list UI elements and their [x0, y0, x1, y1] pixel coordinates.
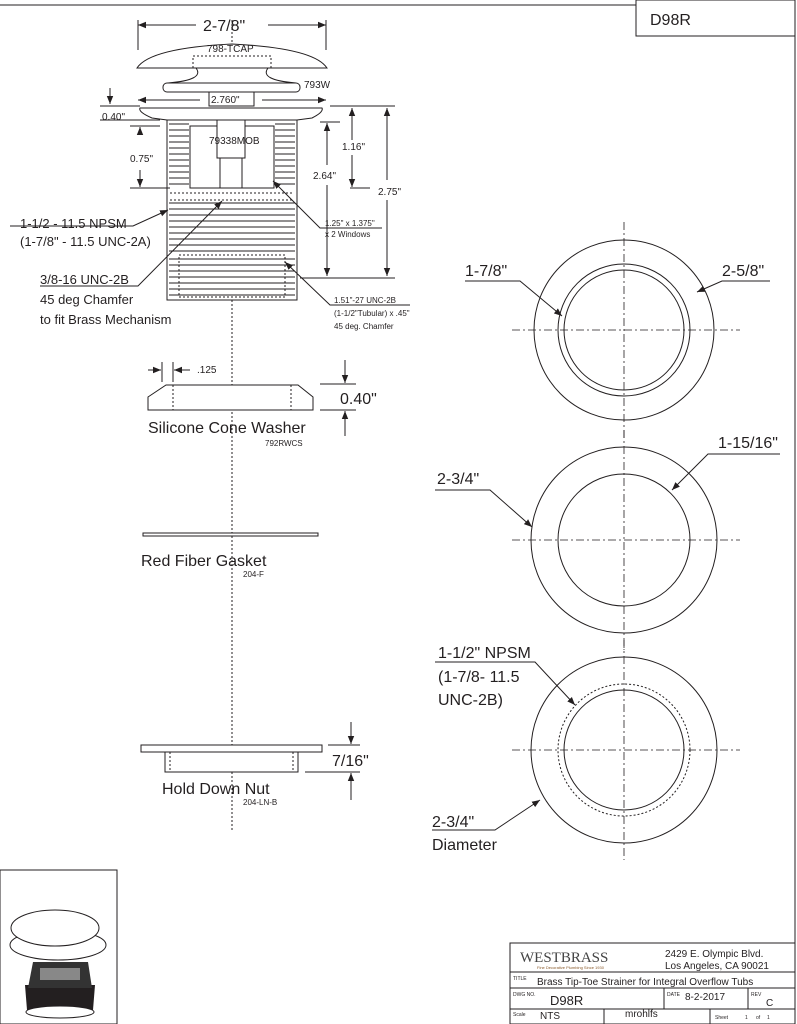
- scale-label: Scale: [513, 1012, 526, 1018]
- windows-note: x 2 Windows: [325, 230, 370, 239]
- dim-116: 1.16": [342, 142, 365, 153]
- date-value: 8-2-2017: [685, 992, 725, 1003]
- dim-264: 2.64": [313, 171, 336, 182]
- washer-height-dim: 0.40": [340, 391, 377, 408]
- washer-793w: [162, 82, 301, 93]
- inner-thread-note: 3/8-16 UNC-2B: [40, 272, 129, 287]
- body-flange: [139, 107, 323, 121]
- date-label: DATE: [667, 992, 681, 998]
- washer-part: 792RWCS: [265, 439, 303, 448]
- top-view-circle-2: 2-3/4" 1-15/16": [435, 430, 780, 650]
- tip-toe-cap: [136, 43, 328, 69]
- washer-part-label: 793W: [304, 80, 331, 91]
- flange-width-dim: 2.760": [211, 95, 240, 106]
- rev-label: REV: [751, 992, 762, 998]
- of-label: of: [756, 1015, 761, 1021]
- cap-illustration: [10, 909, 100, 947]
- washer-width-dim: .125: [197, 365, 217, 376]
- circle3-thread-dim: 1-1/2" NPSM: [438, 645, 531, 662]
- mechanism-part-label: 79338MOB: [209, 136, 260, 147]
- address-line1: 2429 E. Olympic Blvd.: [665, 949, 763, 960]
- overall-width-dim: 2-7/8": [203, 18, 245, 35]
- sheet-label: Sheet: [715, 1015, 729, 1021]
- company-tagline: Fine Decorative Plumbing Since 1930: [537, 965, 605, 970]
- drawing-title: Brass Tip-Toe Strainer for Integral Over…: [537, 977, 753, 988]
- scale-value: NTS: [540, 1011, 560, 1022]
- bottom-thread-note: 45 deg. Chamfer: [334, 322, 394, 331]
- thread-note: (1-7/8" - 11.5 UNC-2A): [20, 234, 151, 249]
- title-label: TITLE: [513, 976, 527, 982]
- circle3-outer-dim: 2-3/4": [432, 814, 474, 831]
- dwg-label: DWG NO.: [513, 992, 536, 998]
- silicone-cone-washer: .125 0.40" Silicone Cone Washer 792RWCS: [147, 360, 377, 448]
- nut-name: Hold Down Nut: [162, 781, 270, 798]
- sheet-number: 1: [745, 1015, 748, 1021]
- dwg-number: D98R: [550, 993, 583, 1008]
- drawing-number: D98R: [650, 12, 691, 29]
- thread-lines: [169, 123, 295, 296]
- windows-note: 1.25" x 1.375": [325, 219, 375, 228]
- gasket-name: Red Fiber Gasket: [141, 553, 267, 570]
- top-view-circle-1: 1-7/8" 2-5/8": [465, 222, 770, 440]
- bottom-thread-note: (1-1/2"Tubular) x .45": [334, 309, 410, 318]
- sheet-total: 1: [767, 1015, 770, 1021]
- inner-thread-note: 45 deg Chamfer: [40, 292, 134, 307]
- drawn-by: mrohlfs: [625, 1009, 658, 1020]
- circle3-thread-dim: (1-7/8- 11.5: [438, 669, 520, 686]
- drawing-frame: [0, 4, 796, 1024]
- company-logo: WESTBRASS: [520, 950, 608, 966]
- red-fiber-gasket: Red Fiber Gasket 204-F: [141, 532, 319, 579]
- nut-height-dim: 7/16": [332, 753, 369, 770]
- circle2-outer-dim: 2-3/4": [437, 471, 479, 488]
- nut-part: 204-LN-B: [243, 798, 277, 807]
- hold-down-nut: 7/16" Hold Down Nut 204-LN-B: [140, 722, 369, 807]
- rev-value: C: [766, 998, 773, 1009]
- top-view-circle-3: 1-1/2" NPSM (1-7/8- 11.5 UNC-2B) 2-3/4" …: [432, 640, 740, 860]
- circle1-inner-dim: 1-7/8": [465, 263, 507, 280]
- drawing-number-box: D98R: [635, 0, 796, 37]
- dim-275: 2.75": [378, 187, 401, 198]
- dim-075: 0.75": [130, 154, 153, 165]
- strainer-assembly: 2-7/8" 798-TCAP 793W 2.760" 0.40" 79338M…: [10, 18, 410, 331]
- circle2-inner-dim: 1-15/16": [718, 435, 778, 452]
- gasket-part: 204-F: [243, 570, 264, 579]
- inner-thread-note: to fit Brass Mechanism: [40, 312, 172, 327]
- cap-part-label: 798-TCAP: [207, 44, 254, 55]
- thread-note: 1-1/2 - 11.5 NPSM: [20, 216, 127, 231]
- bottom-thread-note: 1.51"-27 UNC-2B: [334, 296, 396, 305]
- washer-name: Silicone Cone Washer: [148, 420, 306, 437]
- circle3-thread-dim: UNC-2B): [438, 692, 503, 709]
- address-line2: Los Angeles, CA 90021: [665, 961, 769, 972]
- flange-thickness-dim: 0.40": [102, 112, 125, 123]
- circle3-outer-dim: Diameter: [432, 837, 498, 854]
- circle1-outer-dim: 2-5/8": [722, 263, 764, 280]
- product-illustration: [0, 869, 118, 1024]
- title-block: WESTBRASS Fine Decorative Plumbing Since…: [509, 942, 796, 1024]
